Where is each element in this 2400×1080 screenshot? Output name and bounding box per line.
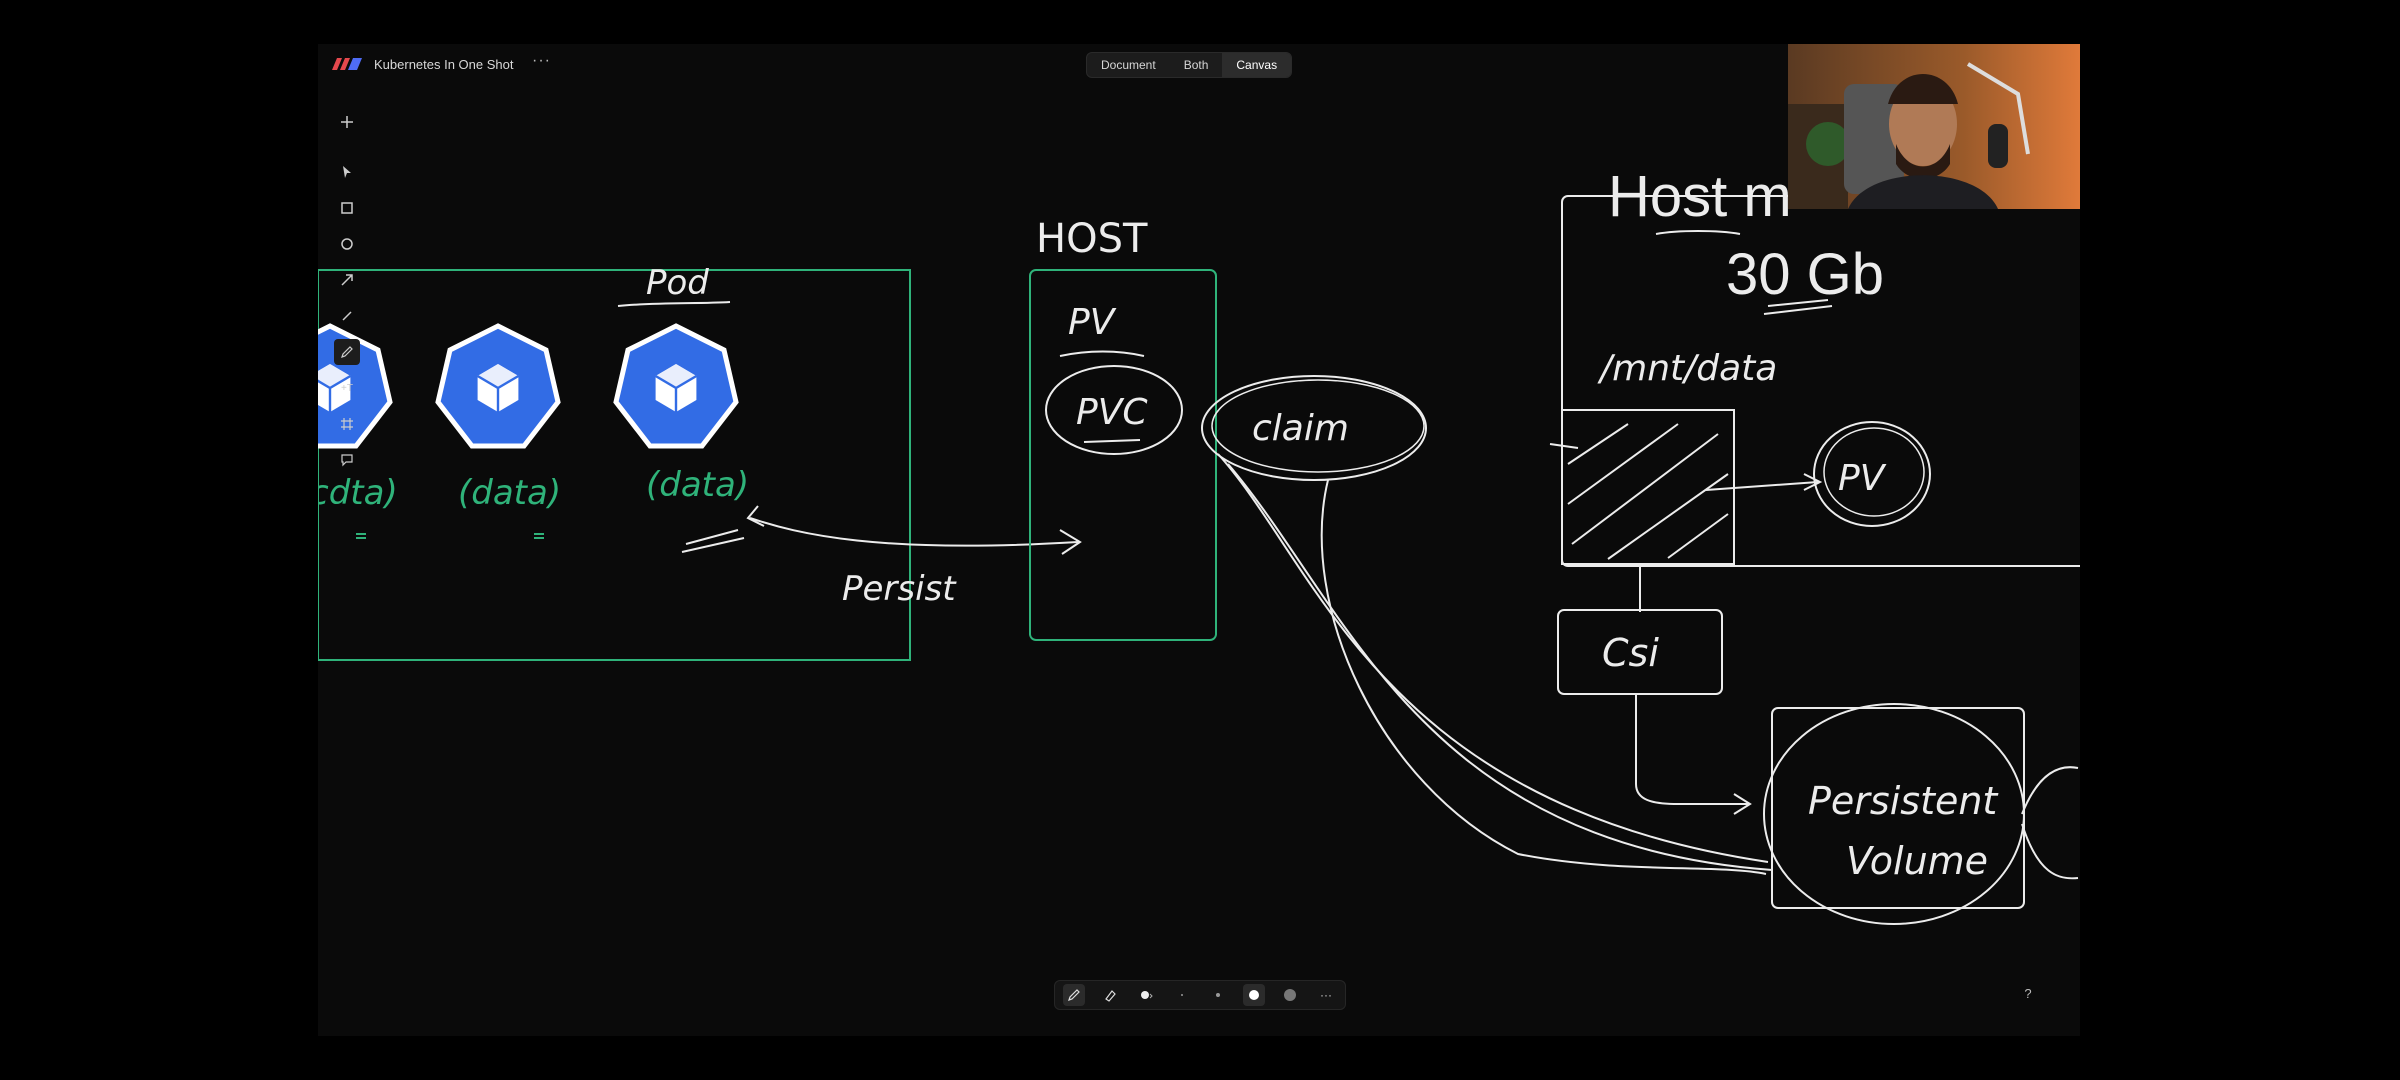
- pv-label: PV: [1068, 302, 1117, 343]
- volume-label: Volume: [1846, 839, 1988, 883]
- line-icon[interactable]: [334, 303, 360, 329]
- pvc-label: PVC: [1076, 392, 1148, 433]
- persistent-label: Persistent: [1808, 779, 1999, 823]
- pv-circle: [1813, 421, 1931, 527]
- claim-circle: [1201, 375, 1427, 481]
- document-title[interactable]: Kubernetes In One Shot: [374, 57, 514, 72]
- data-label-2: (data): [646, 465, 749, 505]
- host-label: HOST: [1036, 216, 1148, 262]
- persist-label: Persist: [842, 569, 957, 609]
- text-icon[interactable]: +T: [341, 382, 353, 394]
- mount-path-label: /mnt/data: [1597, 348, 1777, 389]
- pv-circle-label: PV: [1838, 458, 1887, 499]
- arrow-icon[interactable]: [334, 267, 360, 293]
- highlighter-icon[interactable]: [1099, 984, 1121, 1006]
- claim-label: claim: [1252, 408, 1349, 449]
- pod-label: Pod: [646, 263, 709, 303]
- app-window: Pod cdta) (data) (data) Persist HOST PV: [318, 44, 2080, 1036]
- pen-icon[interactable]: [1063, 984, 1085, 1006]
- add-icon[interactable]: [334, 109, 360, 135]
- dot-color-icon[interactable]: [1135, 984, 1157, 1006]
- pod-box: [318, 269, 911, 661]
- csi-box: [1557, 609, 1723, 695]
- large-dot-icon[interactable]: [1243, 984, 1265, 1006]
- persistent-volume-circle: [1763, 703, 2025, 925]
- whiteboard-canvas[interactable]: Pod cdta) (data) (data) Persist HOST PV: [318, 44, 2080, 1036]
- medium-dot-icon[interactable]: [1207, 984, 1229, 1006]
- ellipse-icon[interactable]: [334, 231, 360, 257]
- logo-icon: [332, 58, 362, 70]
- view-both-button[interactable]: Both: [1183, 58, 1209, 72]
- left-toolbar: +T: [332, 104, 362, 478]
- small-dot-icon[interactable]: [1171, 984, 1193, 1006]
- pencil-icon[interactable]: [334, 339, 360, 365]
- help-button[interactable]: ?: [2024, 986, 2032, 1001]
- drawing-toolbar: ···: [1054, 980, 1346, 1010]
- persist-arrow: [749, 517, 1079, 547]
- gray-dot-icon[interactable]: [1279, 984, 1301, 1006]
- top-bar: Kubernetes In One Shot ··· Document Both…: [318, 44, 2080, 84]
- pod-icon-1: [435, 323, 561, 449]
- data-label-partial: cdta): [318, 473, 398, 513]
- csi-label: Csi: [1602, 631, 1659, 675]
- host-box: [1029, 269, 1217, 641]
- webcam-feed: [1788, 44, 2080, 209]
- view-canvas-button[interactable]: Canvas: [1222, 53, 1292, 77]
- capacity-label: 30 Gb: [1726, 242, 1884, 307]
- rectangle-icon[interactable]: [334, 195, 360, 221]
- view-document-button[interactable]: Document: [1101, 58, 1156, 72]
- pod-icon-2: [613, 323, 739, 449]
- frame-icon[interactable]: [334, 411, 360, 437]
- view-mode-toggle: Document Both Canvas: [1086, 52, 1293, 78]
- data-label-1: (data): [458, 473, 561, 513]
- pointer-icon[interactable]: [334, 159, 360, 185]
- more-icon[interactable]: ···: [1320, 988, 1332, 1002]
- pvc-circle: [1045, 365, 1183, 455]
- comment-icon[interactable]: [334, 447, 360, 473]
- more-options-icon[interactable]: ···: [532, 52, 551, 69]
